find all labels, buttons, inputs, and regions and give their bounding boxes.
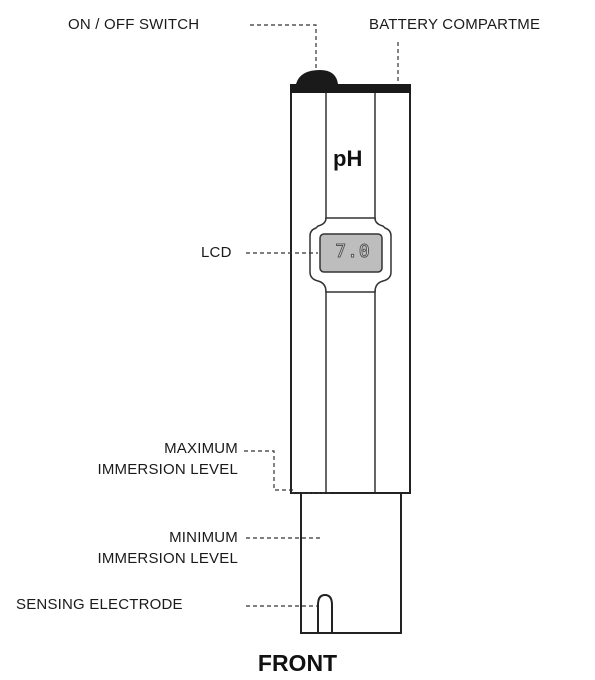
view-caption: FRONT bbox=[257, 650, 338, 676]
label-lcd: LCD bbox=[201, 244, 232, 261]
label-max-line2: IMMERSION LEVEL bbox=[97, 461, 238, 478]
lcd-screen bbox=[319, 233, 383, 273]
label-sensing-electrode: SENSING ELECTRODE bbox=[16, 596, 183, 613]
label-min-line2: IMMERSION LEVEL bbox=[97, 550, 238, 567]
label-max-line1: MAXIMUM bbox=[164, 440, 238, 457]
lcd-reading: 7.0 bbox=[335, 241, 371, 263]
leader-max bbox=[244, 450, 296, 491]
label-on-off-switch: ON / OFF SWITCH bbox=[68, 16, 200, 33]
ph-marking: pH bbox=[333, 146, 363, 171]
leader-lines bbox=[244, 24, 399, 607]
on-off-switch bbox=[296, 70, 338, 84]
sensing-electrode bbox=[317, 593, 333, 633]
pen-cap bbox=[290, 84, 411, 93]
leader-switch bbox=[250, 24, 317, 70]
probe-body bbox=[300, 492, 402, 634]
label-battery-compartment: BATTERY COMPARTME bbox=[369, 16, 541, 33]
label-min-line1: MINIMUM bbox=[169, 529, 238, 546]
